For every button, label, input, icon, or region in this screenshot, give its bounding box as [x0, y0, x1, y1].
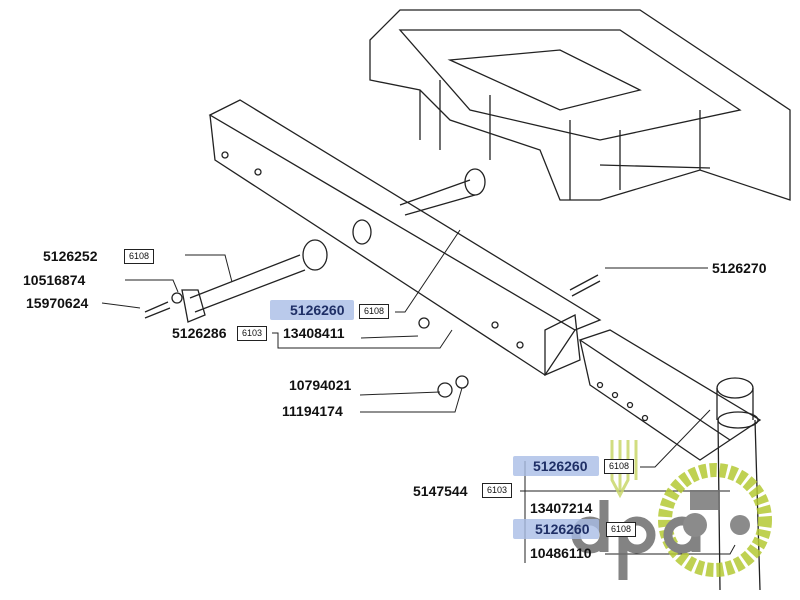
part-highlight	[513, 456, 599, 476]
ref-box: 6108	[606, 522, 637, 537]
grease-fitting	[569, 274, 601, 297]
part-highlight	[270, 300, 354, 320]
ref-box: 6108	[124, 249, 155, 264]
dpa-lettering	[571, 500, 701, 580]
ref-box: 6108	[604, 459, 635, 474]
part-number[interactable]: 13408411	[283, 325, 345, 341]
part-number[interactable]: 5126252	[43, 248, 98, 264]
tractor-frame	[369, 9, 791, 201]
part-number-highlighted[interactable]: 5126260	[533, 458, 588, 474]
part-number[interactable]: 5126270	[712, 260, 767, 276]
part-number[interactable]: 10794021	[289, 377, 352, 393]
axle-beam	[208, 99, 602, 376]
part-number[interactable]: 11194174	[282, 403, 343, 419]
ref-box: 6103	[482, 483, 513, 498]
ref-box: 6103	[237, 326, 268, 341]
part-number[interactable]: 10486110	[530, 545, 592, 561]
pivot-pin	[144, 168, 486, 323]
nut	[437, 382, 453, 398]
part-number[interactable]: 10516874	[23, 272, 86, 288]
grease-nipple	[418, 317, 430, 329]
part-highlight	[513, 519, 599, 539]
part-number-highlighted[interactable]: 5126260	[290, 302, 345, 318]
ref-box: 6108	[359, 304, 390, 319]
part-number[interactable]: 5126286	[172, 325, 227, 341]
part-number-highlighted[interactable]: 5126260	[535, 521, 590, 537]
part-number[interactable]: 13407214	[530, 500, 593, 516]
part-number[interactable]: 15970624	[26, 295, 89, 311]
part-number[interactable]: 5147544	[413, 483, 468, 499]
